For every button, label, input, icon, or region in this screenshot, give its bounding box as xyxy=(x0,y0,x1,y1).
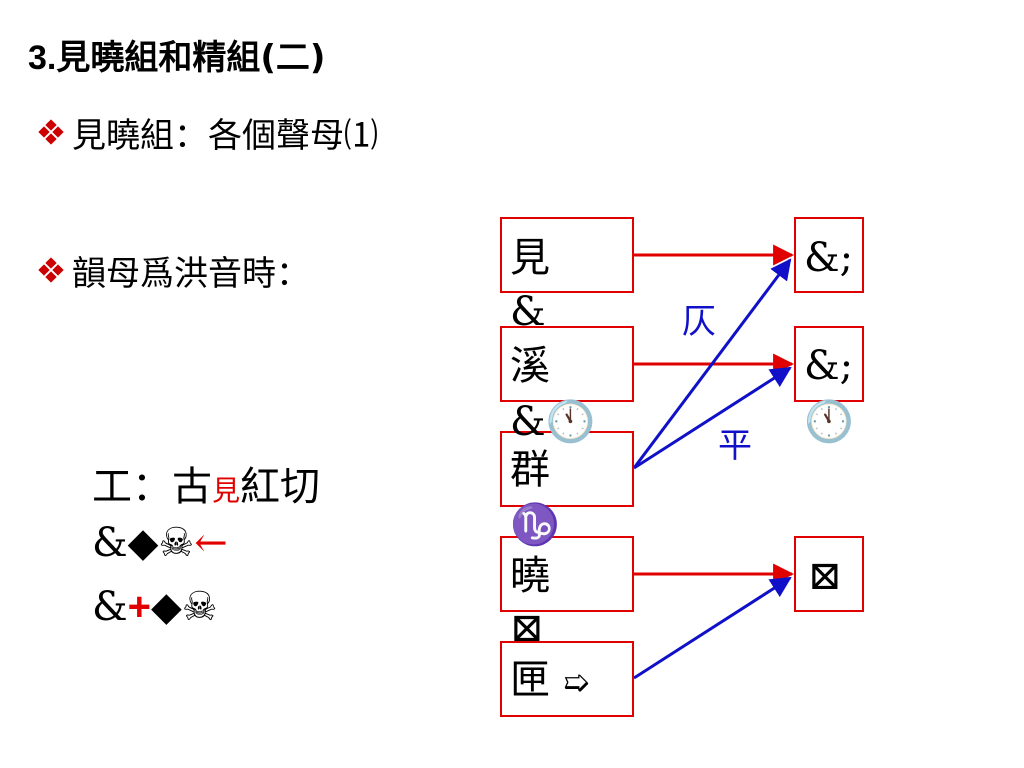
small-note: 見 xyxy=(212,474,241,507)
label-jian: 見 xyxy=(510,235,550,281)
label-ping: 平 xyxy=(718,426,752,466)
box-qun xyxy=(500,431,634,507)
label-qun: 群 xyxy=(510,447,550,493)
box-xia xyxy=(500,641,634,717)
label-xia: 匣 ➯ xyxy=(510,658,590,704)
phonetic-symbols: ◆☠ xyxy=(150,584,218,630)
arrow-qun-ze xyxy=(632,258,792,469)
arrow-qun-ping xyxy=(633,366,792,470)
example-char: 工 xyxy=(92,464,132,510)
right-box-1 xyxy=(794,217,864,293)
plus-sign: + xyxy=(127,585,151,629)
arrow-xia xyxy=(633,576,792,680)
right-box-2 xyxy=(794,326,864,402)
phonetic-symbol: & xyxy=(92,520,128,566)
bullet-item-2: 韻母爲洪音時： xyxy=(38,246,310,295)
right-label-3: ⊠ xyxy=(808,553,842,599)
label-ze: 仄 xyxy=(682,302,716,342)
right-box-3 xyxy=(794,536,864,612)
symbol-xiao: ⊠ xyxy=(510,605,544,651)
fanqie-upper: 古 xyxy=(172,464,212,510)
phonetic-symbol: & xyxy=(92,584,128,630)
phonetic-line-2: &+◆☠ xyxy=(92,584,218,630)
bullet-text-2: 韻母爲洪音時： xyxy=(72,254,310,294)
box-xi xyxy=(500,326,634,402)
phonetic-line-1: &◆☠← xyxy=(92,520,228,566)
box-jian xyxy=(500,217,634,293)
title-text: 見曉組和精組(二) xyxy=(56,38,326,78)
fanqie-line: 工：古見紅切 xyxy=(92,454,320,512)
fanqie-lower: 紅切 xyxy=(240,464,321,510)
box-xiao xyxy=(500,536,634,612)
label-xiao: 曉 xyxy=(510,553,550,599)
left-arrow-icon: ← xyxy=(194,520,228,566)
right-label-2: &; xyxy=(804,343,854,389)
symbol-xi: &🕚 xyxy=(510,399,596,445)
arrow-symbol-icon: ➯ xyxy=(562,663,590,701)
right-label-1: &; xyxy=(804,235,854,281)
phonetic-symbols: ◆☠ xyxy=(127,520,195,566)
bullet-item-1: 見曉組：各個聲母⑴ xyxy=(38,108,378,157)
symbol-qun: ♑ xyxy=(510,502,560,548)
title-number: 3. xyxy=(28,39,57,77)
label-xia-char: 匣 xyxy=(510,657,550,703)
bullet-text-1: 見曉組：各個聲母⑴ xyxy=(72,116,378,156)
right-symbol-2: 🕚 xyxy=(804,399,854,445)
label-xi: 溪 xyxy=(510,343,550,389)
example-colon: ： xyxy=(132,464,172,510)
page-title: 3.見曉組和精組(二) xyxy=(28,30,325,79)
symbol-jian: & xyxy=(510,289,546,335)
